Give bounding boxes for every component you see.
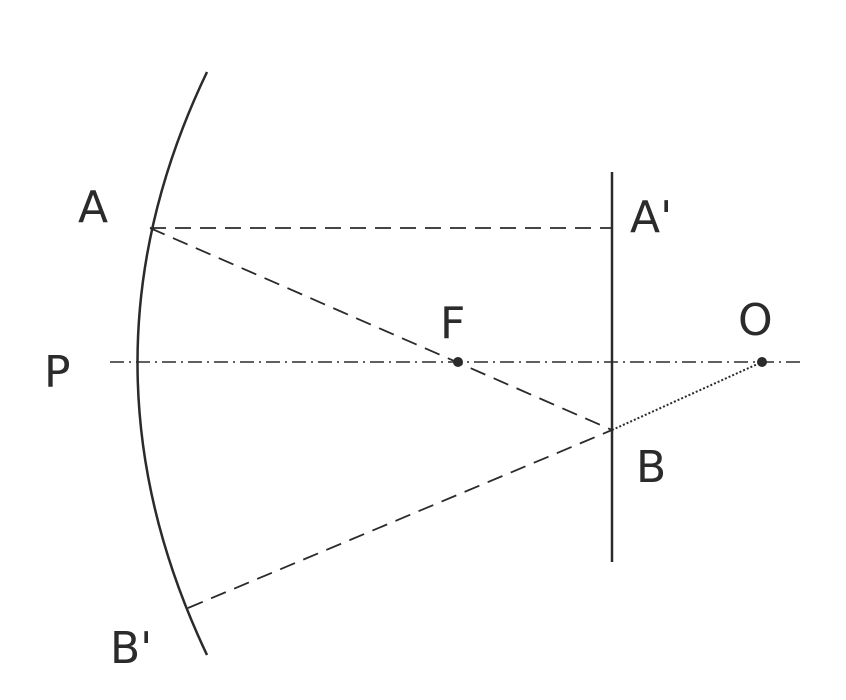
label-f: F — [440, 298, 465, 349]
ray-b-to-o — [611, 361, 763, 431]
label-o: O — [738, 295, 773, 346]
curved-mirror — [136, 71, 209, 656]
label-a: A — [78, 182, 108, 233]
focus-point — [453, 357, 463, 367]
label-b-prime: B' — [110, 623, 152, 674]
center-point — [757, 357, 767, 367]
label-b: B — [636, 442, 666, 493]
label-a-prime: A' — [630, 192, 672, 243]
ray-b-prime-to-b — [187, 429, 613, 609]
label-p: P — [44, 347, 71, 398]
ray-a-to-b — [149, 227, 613, 431]
